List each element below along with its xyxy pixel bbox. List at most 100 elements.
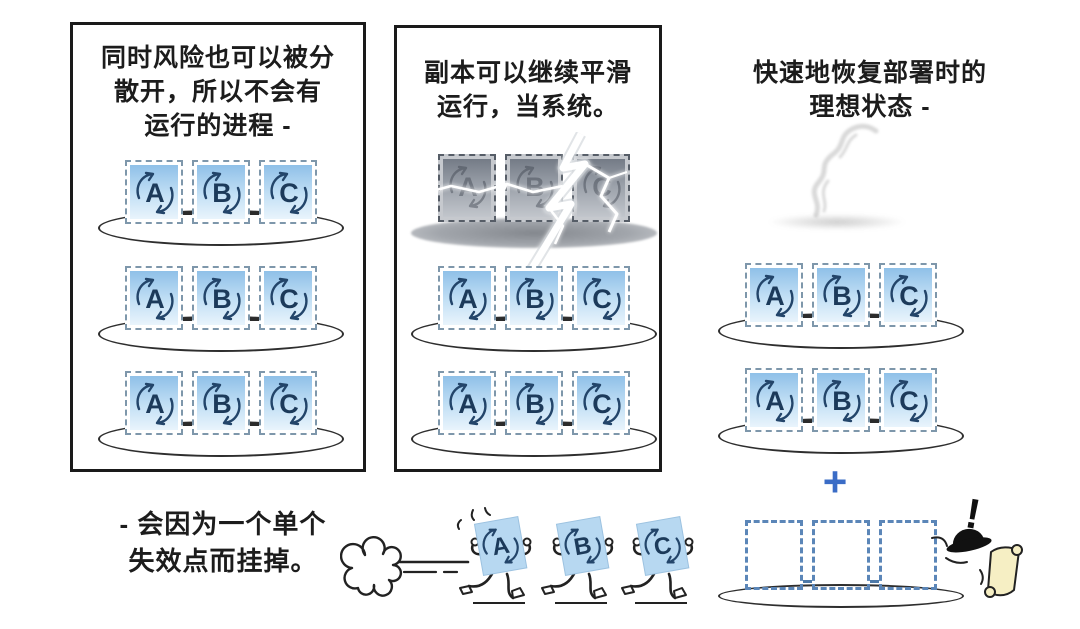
replica-letter: A (145, 284, 165, 314)
replica-letter: C (592, 172, 612, 202)
replica-pod-box: A (125, 160, 183, 224)
footer-caption: - 会因为一个单个 失效点而挂掉。 (88, 506, 358, 580)
failed-pod-box: C (572, 154, 630, 222)
replica-letter: C (899, 386, 919, 416)
replica-pod-box: C (259, 160, 317, 224)
running-replica: A (459, 516, 532, 604)
empty-slot-box (879, 520, 937, 590)
replica-letter: B (525, 172, 545, 202)
replica-node-row: A B C (98, 160, 344, 246)
replica-letter: C (279, 389, 299, 419)
sweat-drops-icon (456, 507, 491, 530)
panel-ideal-state-recovery: 快速地恢复部署时的 理想状态 - A B C A (700, 38, 1040, 618)
node-platform-ellipse (411, 218, 657, 248)
replica-letter: B (525, 284, 545, 314)
cycle-arrows-icon: A (136, 277, 174, 321)
node-connector (870, 315, 879, 318)
replica-letter: B (572, 532, 594, 562)
replica-pod-box: A (438, 266, 496, 330)
panel-caption-line: 散开，所以不会有 (113, 78, 322, 106)
cycle-arrows-icon: A (136, 171, 174, 215)
replica-letter: A (145, 389, 165, 419)
replica-letter: C (899, 281, 919, 311)
node-connector (183, 212, 192, 215)
burn-shadow (767, 214, 907, 230)
node-connector (496, 423, 505, 426)
bowler-hat-icon (931, 528, 992, 564)
panel-caption-line: 理想状态 - (809, 93, 931, 121)
cycle-arrows-icon: C (583, 165, 621, 209)
cycle-arrows-icon: C (890, 379, 928, 423)
cycle-arrows-icon: A (756, 379, 794, 423)
smoke-wisp-icon (811, 123, 879, 218)
panel-caption-line: 同时风险也可以被分 (100, 44, 335, 72)
panel-risk-distribution: 同时风险也可以被分 散开，所以不会有 运行的进程 - A B C A B (70, 22, 366, 472)
replica-pod-box: A (745, 368, 803, 432)
replica-pod-box: C (572, 371, 630, 435)
replica-pod-box: B (192, 371, 250, 435)
replica-pod-box: C (879, 368, 937, 432)
replica-pod-box: A (125, 266, 183, 330)
cycle-arrows-icon: B (203, 171, 241, 215)
node-connector (563, 423, 572, 426)
replica-pod-box: A (745, 263, 803, 327)
replica-letter: C (592, 284, 612, 314)
node-connector (183, 318, 192, 321)
replica-letter: C (279, 178, 299, 208)
replica-pod-box: B (192, 266, 250, 330)
panel-replicas-smooth-running: 副本可以继续平滑 运行，当系统。 A B C (394, 25, 662, 472)
cycle-arrows-icon: B (516, 277, 554, 321)
node-connector (250, 423, 259, 426)
cycle-arrows-icon: B (823, 379, 861, 423)
replica-letter: A (145, 178, 165, 208)
replica-pod-box: C (259, 371, 317, 435)
replica-pod-box: A (125, 371, 183, 435)
replica-pod-box: B (812, 368, 870, 432)
plus-sign: + (822, 458, 848, 505)
replica-node-row: A B C (411, 266, 657, 352)
replica-pod-box: B (192, 160, 250, 224)
replica-letter: A (458, 389, 478, 419)
empty-slots-row (718, 520, 964, 608)
panel-caption-line: 副本可以继续平滑 (423, 59, 632, 87)
replica-node-row: A B C (718, 368, 964, 454)
panel-caption-line: 快速地恢复部署时的 (752, 59, 987, 87)
replica-letter: C (279, 284, 299, 314)
lightning-struck-row: A B C (411, 132, 657, 272)
replica-letter: B (832, 281, 852, 311)
replica-letter: B (525, 389, 545, 419)
cycle-arrows-icon: B (203, 382, 241, 426)
replica-letter: A (490, 532, 512, 562)
replica-node-row: A B C (98, 266, 344, 352)
replica-pod-box: C (879, 263, 937, 327)
replica-pod-box: B (505, 371, 563, 435)
cycle-arrows-icon: A (136, 382, 174, 426)
cycle-arrows-icon: B (516, 165, 554, 209)
panel-caption-line: 运行的进程 - (144, 112, 292, 140)
cycle-arrows-icon: C (270, 382, 308, 426)
replica-pod-box: B (505, 266, 563, 330)
replica-letter: B (212, 178, 232, 208)
replica-letter: C (652, 532, 674, 562)
panel-caption: 快速地恢复部署时的 理想状态 - (700, 56, 1040, 124)
replica-pod-box: C (572, 266, 630, 330)
node-connector (250, 318, 259, 321)
replica-node-row: A B C (718, 263, 964, 349)
node-connector (803, 315, 812, 318)
replica-letter: B (832, 386, 852, 416)
running-replica: B (541, 516, 614, 604)
panel-caption: 副本可以继续平滑 运行，当系统。 (397, 56, 659, 124)
replica-letter: A (765, 281, 785, 311)
cycle-arrows-icon: C (583, 382, 621, 426)
cycle-arrows-icon: C (270, 171, 308, 215)
cycle-arrows-icon: B (823, 274, 861, 318)
cycle-arrows-icon: A (449, 165, 487, 209)
replica-pod-box: A (438, 371, 496, 435)
cycle-arrows-icon: C (890, 274, 928, 318)
replica-letter: C (592, 389, 612, 419)
panel-caption: 同时风险也可以被分 散开，所以不会有 运行的进程 - (73, 41, 363, 143)
replica-node-row: A B C (411, 371, 657, 457)
failed-pod-box: B (505, 154, 563, 222)
panel-caption-line: 运行，当系统。 (436, 93, 619, 121)
